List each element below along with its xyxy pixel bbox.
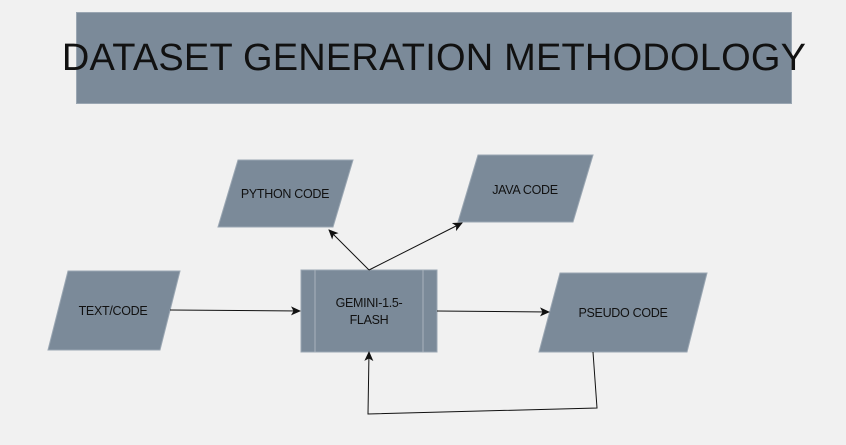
pseudo-code-node	[538, 272, 708, 353]
arrow-gemini-to-java	[368, 222, 463, 271]
arrow-text-to-gemini	[169, 306, 301, 316]
gemini-label-line2: FLASH	[350, 313, 389, 327]
python-code-label: PYTHON CODE	[241, 187, 329, 201]
arrow-gemini-to-pseudo	[436, 307, 550, 317]
diagram-title: DATASET GENERATION METHODOLOGY	[61, 36, 807, 79]
title-banner: DATASET GENERATION METHODOLOGY	[62, 12, 806, 104]
feedback-arrow-pseudo-to-gemini	[364, 351, 598, 415]
python-code-node	[217, 159, 354, 228]
gemini-process-node	[300, 269, 438, 353]
text-code-node	[47, 270, 181, 351]
gemini-label-line1: GEMINI-1.5-	[336, 296, 403, 310]
arrow-gemini-to-python	[328, 229, 370, 271]
pseudo-code-label: PSEUDO CODE	[578, 306, 667, 320]
text-code-label: TEXT/CODE	[79, 304, 148, 318]
java-code-node	[457, 154, 594, 223]
java-code-label: JAVA CODE	[492, 183, 558, 197]
